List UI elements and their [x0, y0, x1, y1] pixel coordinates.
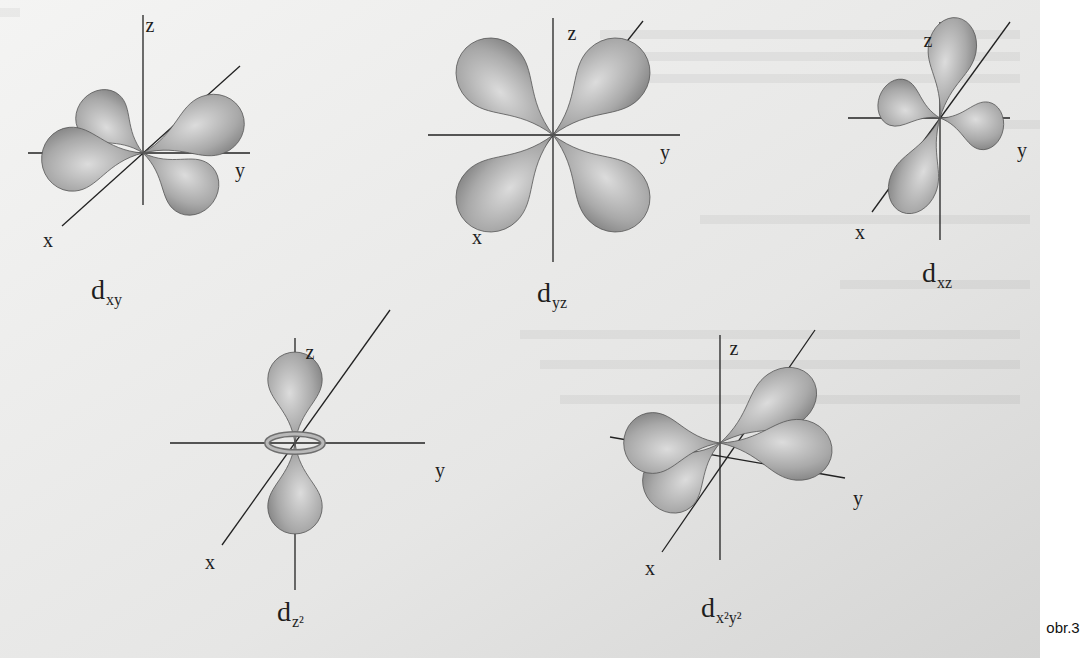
orbital-subscript: xy: [106, 292, 122, 308]
axis-label: x: [205, 552, 215, 572]
axis-label: y: [853, 488, 863, 508]
orbital-name: d: [701, 594, 715, 622]
axis-label: x: [855, 222, 865, 242]
figure-number: obr.3: [1046, 620, 1079, 635]
axis-label: z: [568, 23, 577, 43]
axis-label: y: [435, 460, 445, 480]
faint-page-text: [0, 8, 1040, 404]
axis-label: y: [1017, 140, 1027, 160]
axis-label: z: [730, 338, 739, 358]
axis-label: x: [472, 227, 482, 247]
orbital-name: d: [277, 598, 291, 626]
axis-label: y: [660, 142, 670, 162]
orbital-lobes: [39, 14, 1007, 534]
photo-ground: [0, 0, 1040, 658]
axis-label: z: [306, 342, 315, 362]
axis-label: z: [146, 15, 155, 35]
axis-label: z: [924, 30, 933, 50]
axis-label: y: [235, 160, 245, 180]
orbital-name: d: [91, 276, 105, 304]
orbital-name: d: [537, 279, 551, 307]
axis-label: x: [43, 230, 53, 250]
orbital-subscript: yz: [552, 295, 567, 311]
coordinate-axes: [28, 15, 1010, 590]
orbital-subscript: z²: [292, 614, 304, 630]
orbital-subscript: x²y²: [716, 610, 742, 626]
orbital-subscript: xz: [937, 275, 952, 291]
orbital-name: d: [922, 259, 936, 287]
axis-label: x: [645, 558, 655, 578]
